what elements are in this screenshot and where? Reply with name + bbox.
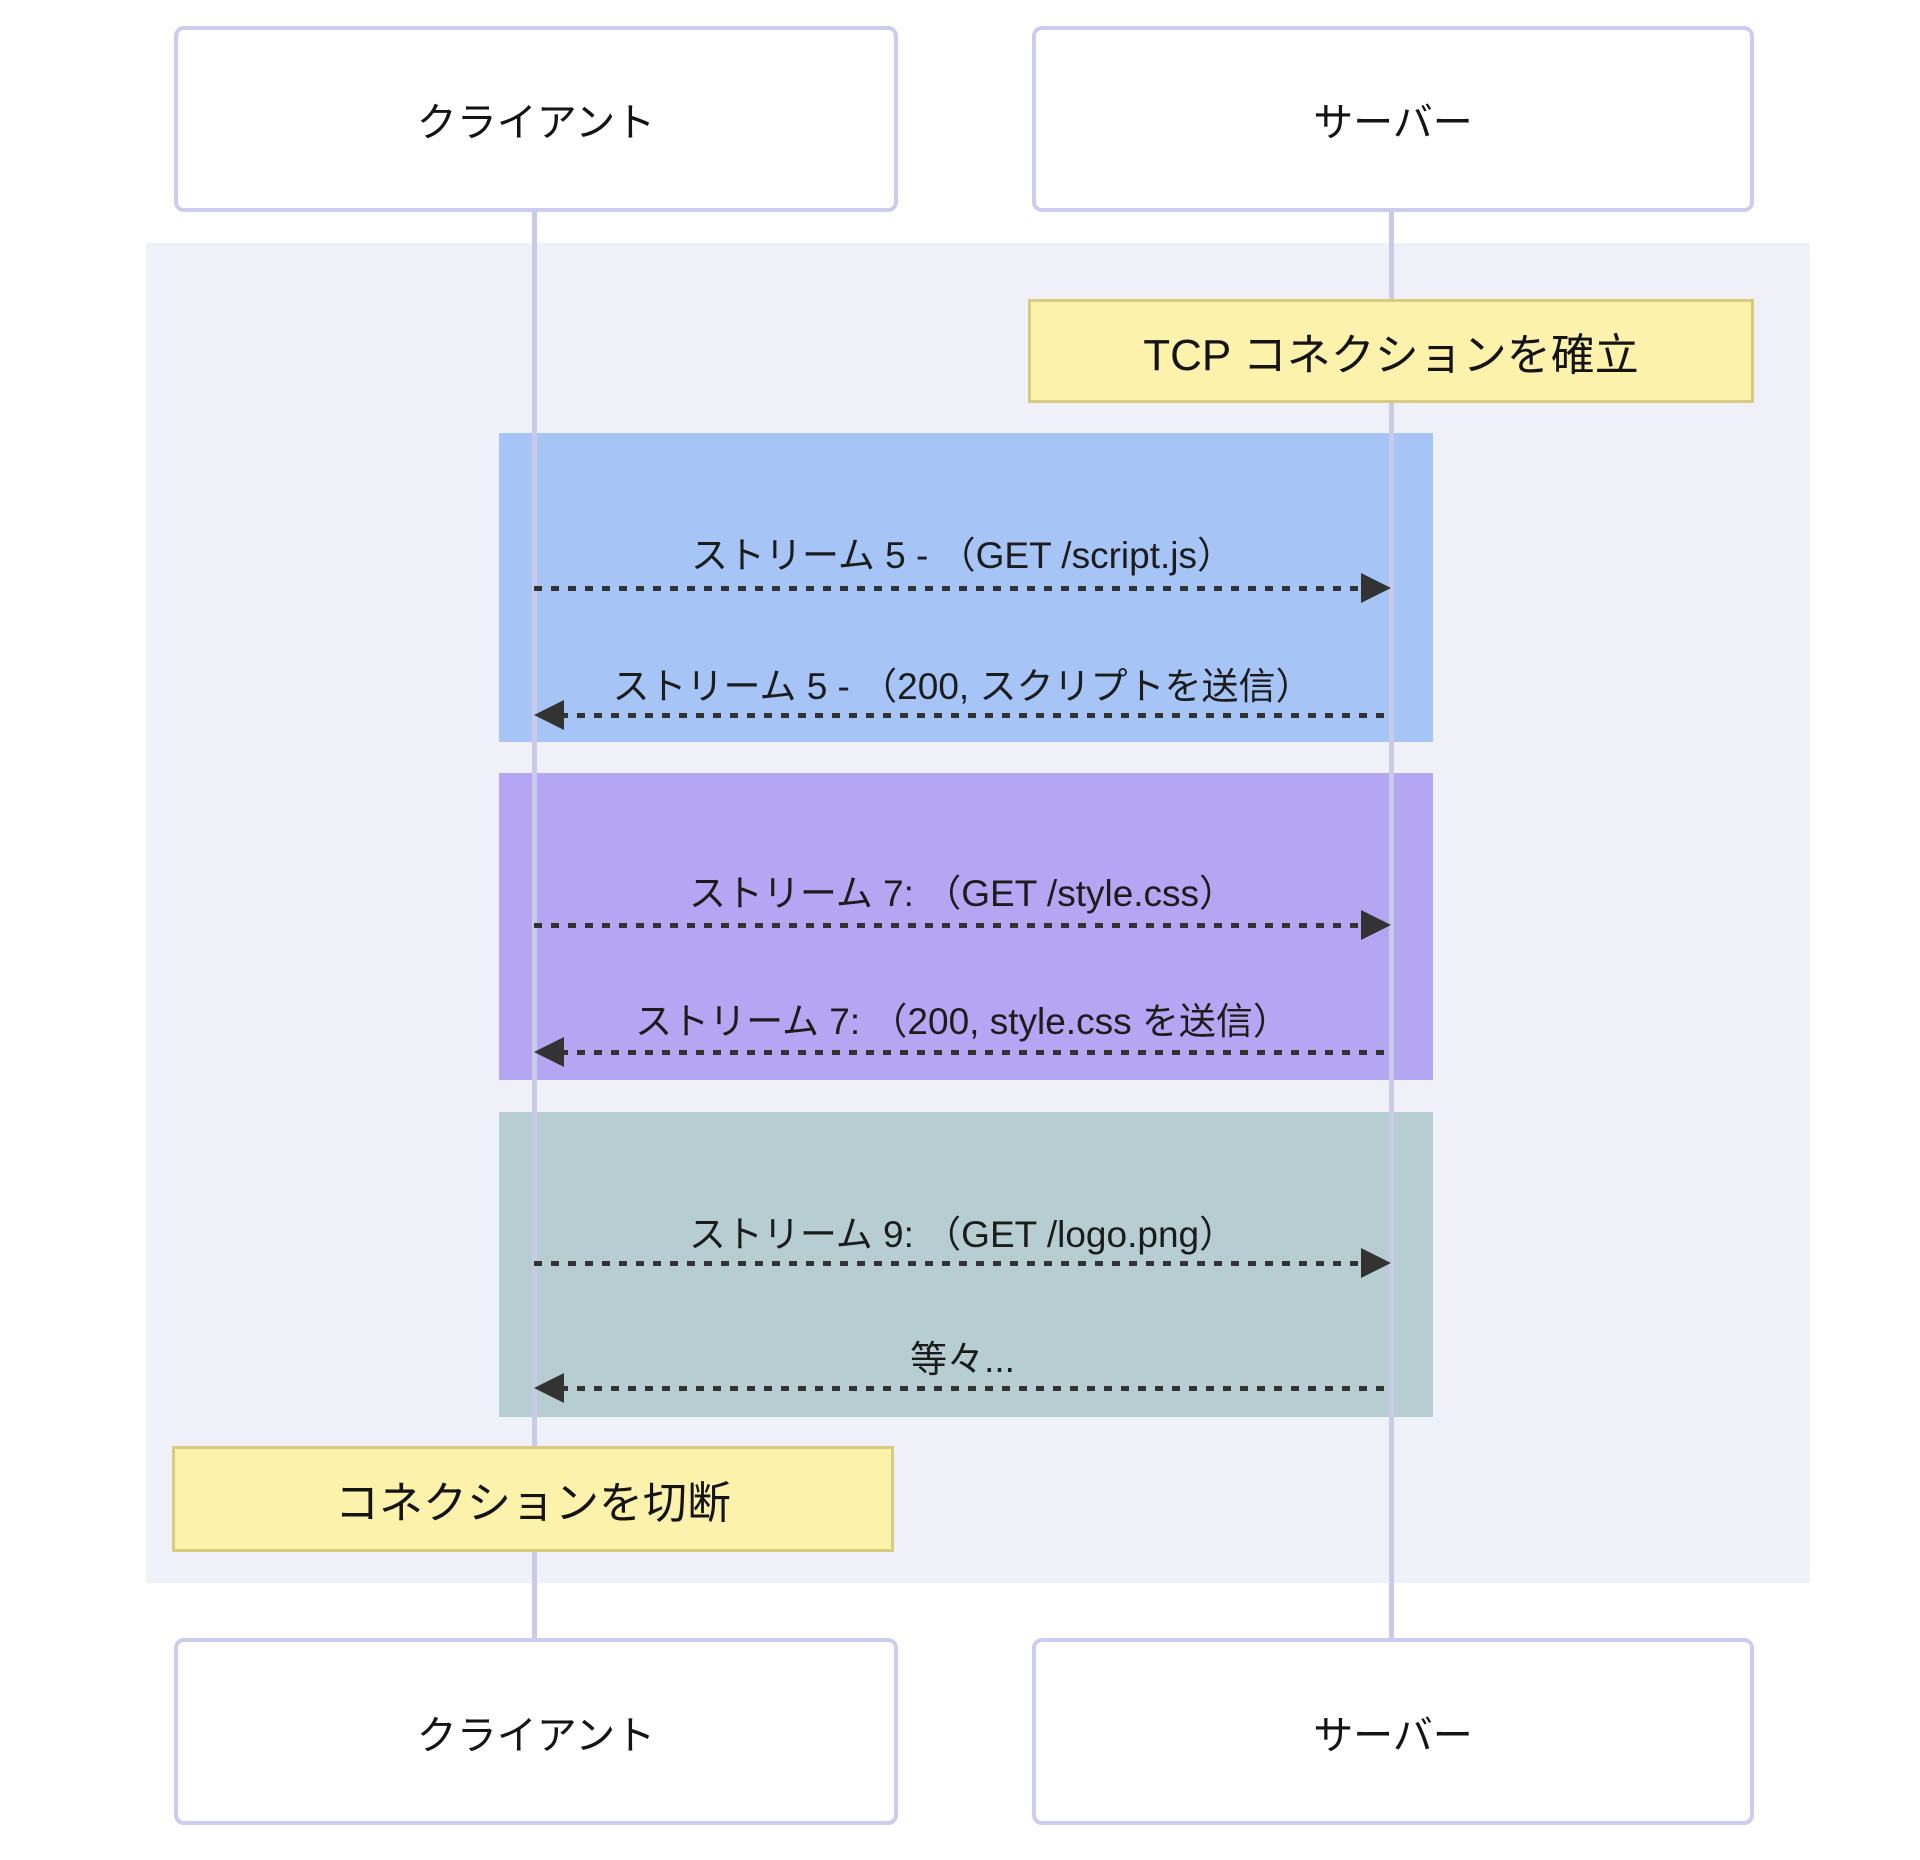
arrowhead-left-icon — [534, 700, 564, 730]
message-stream5-request-label: ストリーム 5 - （GET /script.js） — [691, 535, 1234, 576]
dashed-line — [560, 1386, 1391, 1391]
actor-server-bottom-label: サーバー — [1313, 1713, 1473, 1758]
message-stream5-response-label: ストリーム 5 - （200, スクリプトを送信） — [612, 666, 1313, 707]
dashed-line — [534, 586, 1365, 591]
note-disconnect: コネクションを切断 — [172, 1446, 894, 1552]
actor-client-top-label: クライアント — [416, 101, 656, 145]
message-stream7-request-label: ストリーム 7: （GET /style.css） — [688, 873, 1237, 914]
actor-server-top-label: サーバー — [1313, 101, 1473, 145]
actor-server-bottom: サーバー — [1032, 1638, 1754, 1825]
server-lifeline — [1389, 211, 1394, 1638]
message-stream7-response-label: ストリーム 7: （200, style.css を送信） — [635, 1001, 1290, 1042]
arrowhead-left-icon — [534, 1037, 564, 1067]
actor-server-top: サーバー — [1032, 26, 1754, 212]
dashed-line — [560, 713, 1391, 718]
arrowhead-right-icon — [1361, 1248, 1391, 1278]
dashed-line — [534, 923, 1365, 928]
arrowhead-left-icon — [534, 1373, 564, 1403]
arrowhead-right-icon — [1361, 573, 1391, 603]
dashed-line — [560, 1050, 1391, 1055]
arrowhead-right-icon — [1361, 910, 1391, 940]
actor-client-bottom: クライアント — [174, 1638, 898, 1825]
actor-client-bottom-label: クライアント — [416, 1713, 656, 1758]
dashed-line — [534, 1261, 1365, 1266]
message-stream9-response-label: 等々... — [910, 1339, 1015, 1380]
note-disconnect-label: コネクションを切断 — [335, 1479, 731, 1528]
actor-client-top: クライアント — [174, 26, 898, 212]
message-stream9-request-label: ストリーム 9: （GET /logo.png） — [688, 1214, 1237, 1255]
note-tcp-connect-label: TCP コネクションを確立 — [1143, 331, 1639, 380]
note-tcp-connect: TCP コネクションを確立 — [1028, 299, 1754, 403]
